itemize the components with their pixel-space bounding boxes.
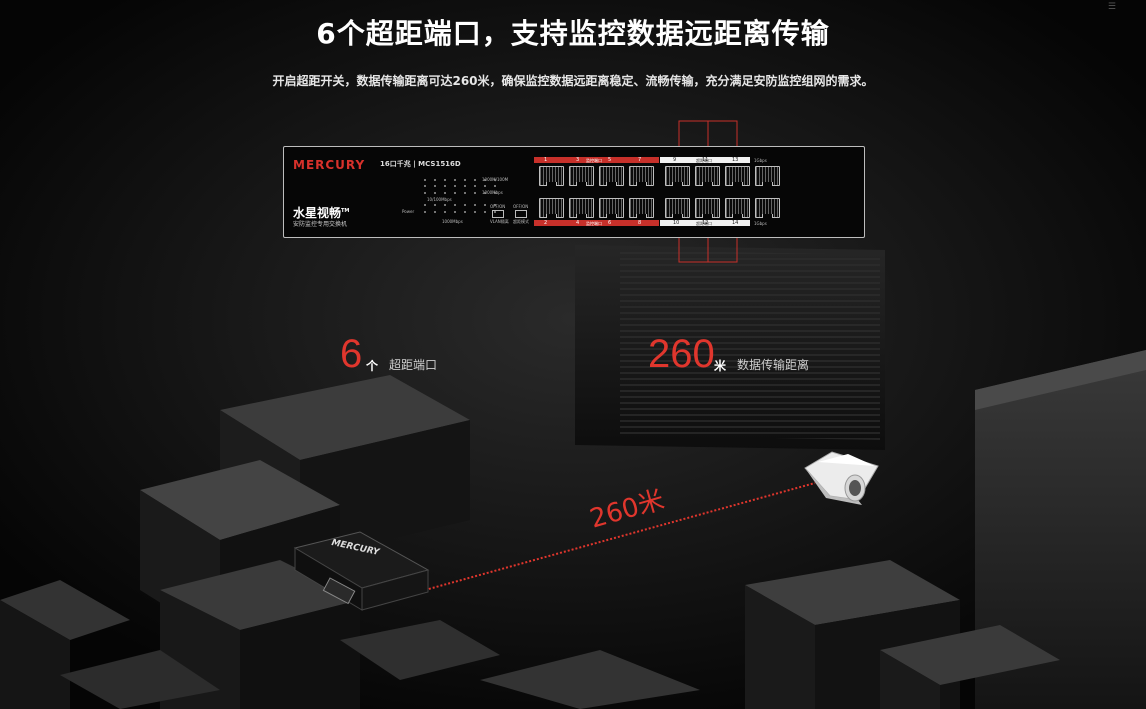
product-description: 安防监控专用交换机 — [293, 221, 348, 228]
bottom-red-bar: 监控端口 2 4 6 8 — [534, 220, 659, 226]
stat-distance-label: 数据传输距离 — [737, 358, 810, 372]
stat-distance-unit: 米 — [714, 359, 727, 373]
transmission-line — [424, 482, 816, 591]
port-11[interactable] — [695, 166, 720, 186]
stat-ports-number: 6 — [340, 332, 363, 376]
switch-front-panel: MERCURY 16口千兆 | MCS1516D 水星视畅TM 安防监控专用交换… — [283, 146, 865, 238]
bottom-right-label: 1Gbps — [754, 221, 767, 226]
port-10[interactable] — [665, 198, 690, 218]
cn-brand-label: 水星视畅TM — [293, 206, 350, 220]
page-title: 6个超距端口，支持监控数据远距离传输 — [316, 17, 830, 50]
port-3[interactable] — [569, 166, 594, 186]
port-2[interactable] — [539, 198, 564, 218]
top-white-bar: 超距端口 9 11 13 — [660, 157, 750, 163]
port-6[interactable] — [599, 198, 624, 218]
stat-ports-label: 超距端口 — [389, 358, 438, 372]
vlan-caption: VLAN隔离 — [490, 219, 509, 224]
vlan-switch[interactable] — [492, 210, 504, 218]
port-14[interactable] — [725, 198, 750, 218]
page-subtitle: 开启超距开关，数据传输距离可达260米，确保监控数据远距离稳定、流畅传输，充分满… — [272, 74, 874, 88]
port-4[interactable] — [569, 198, 594, 218]
stat-distance-number: 260 — [648, 332, 715, 376]
port-16[interactable] — [755, 198, 780, 218]
port-8[interactable] — [629, 198, 654, 218]
port-13[interactable] — [725, 166, 750, 186]
menu-icon[interactable]: ☰ — [1107, 2, 1116, 12]
brand-logo: MERCURY — [293, 158, 366, 172]
stat-ports-unit: 个 — [366, 359, 379, 373]
port-1[interactable] — [539, 166, 564, 186]
switch-device — [293, 531, 430, 611]
top-red-bar: 监控端口 1 3 5 7 — [534, 157, 659, 163]
led-label-top-left: 10/100Mbps — [427, 197, 452, 202]
led-label-row2: 1000Mbps — [482, 190, 503, 195]
model-label: 16口千兆 | MCS1516D — [380, 160, 461, 168]
vlan-switch-label: OFF/ON — [490, 204, 506, 209]
bottom-white-bar: 超距端口 10 12 14 — [660, 220, 750, 226]
power-label: Power — [402, 209, 415, 214]
led-label-bottom-left: 1000Mbps — [442, 219, 463, 224]
led-row-1 — [424, 179, 496, 181]
port-7[interactable] — [629, 166, 654, 186]
extend-caption: 超距模式 — [513, 219, 529, 224]
camera-device — [804, 451, 879, 505]
extend-switch-label: OFF/ON — [513, 204, 529, 209]
port-5[interactable] — [599, 166, 624, 186]
extend-mode-switch[interactable] — [515, 210, 527, 218]
port-9[interactable] — [665, 166, 690, 186]
port-15[interactable] — [755, 166, 780, 186]
led-row-3 — [424, 192, 496, 194]
led-row-4 — [424, 204, 496, 206]
led-row-2 — [424, 185, 496, 187]
top-right-label: 1Gbps — [754, 158, 767, 163]
port-12[interactable] — [695, 198, 720, 218]
led-row-5 — [424, 211, 496, 213]
